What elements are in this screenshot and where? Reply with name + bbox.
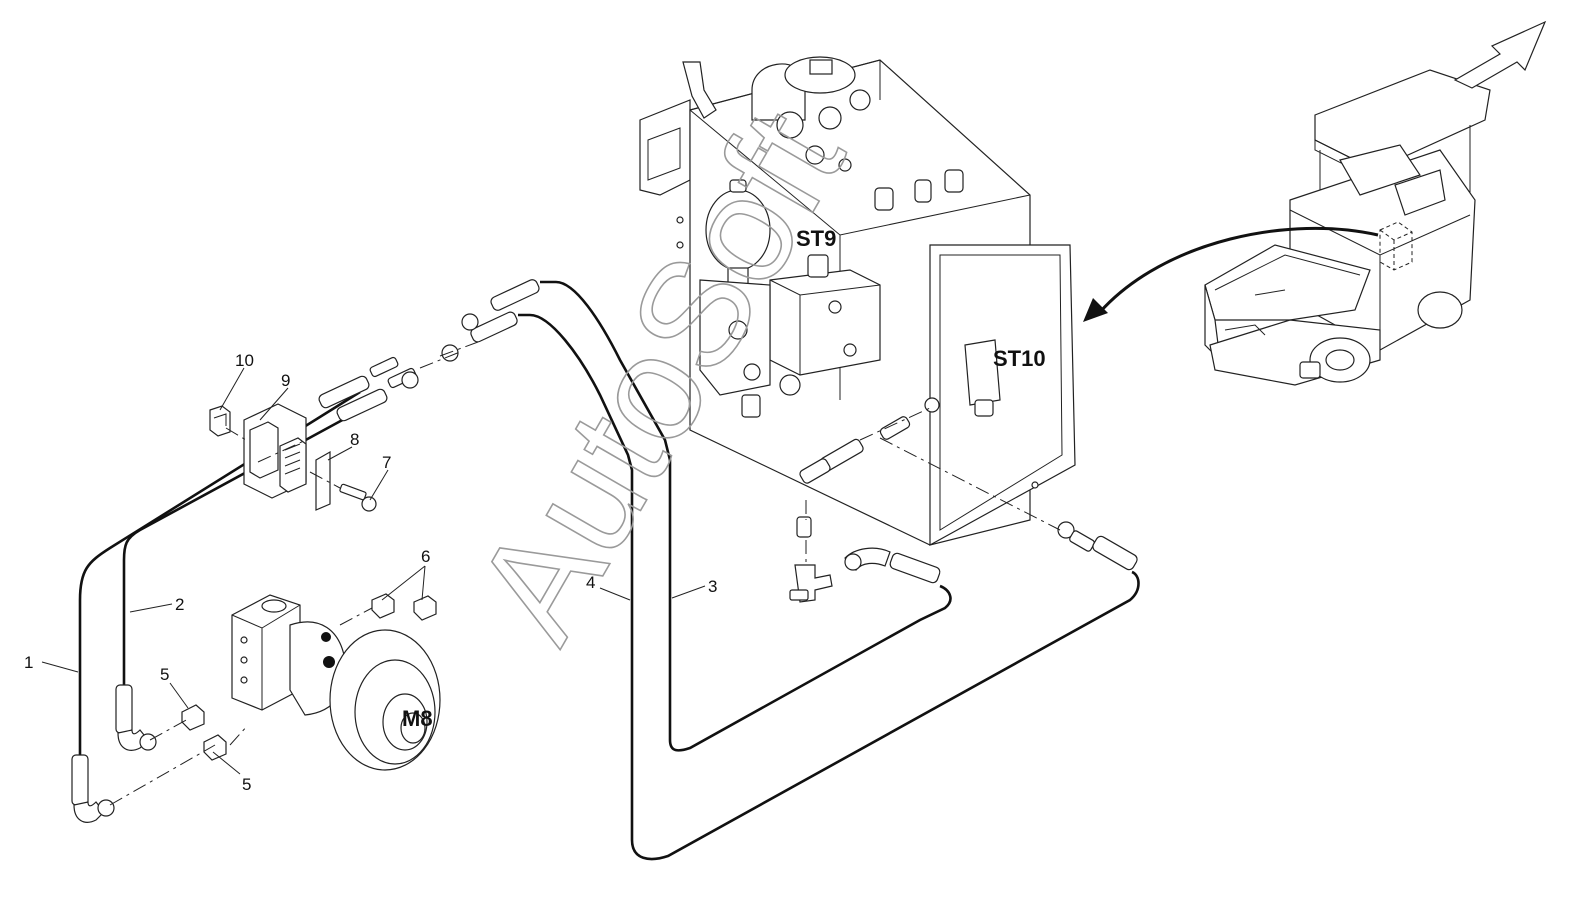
hose-fittings [71,279,1138,823]
callout-1: 1 [24,653,33,672]
motor-m8 [181,593,441,771]
label-st10: ST10 [993,346,1046,371]
callout-9: 9 [281,371,290,390]
callout-5-upper: 5 [160,665,169,684]
paver-machine [1204,69,1491,386]
callout-5-lower: 5 [242,775,251,794]
callout-2: 2 [175,595,184,614]
callout-7: 7 [382,453,391,472]
callout-leaders [41,367,706,775]
label-m8: M8 [402,706,433,731]
hydraulic-tank [639,56,1076,547]
assembly-center-lines [109,341,1061,806]
hose-clamp-assembly [209,403,377,512]
hose-4 [518,313,1140,861]
label-st9: ST9 [796,226,836,251]
hollow-arrow-icon [1453,20,1547,89]
hose-3 [540,280,952,752]
hose-1 [78,390,361,760]
callout-6: 6 [421,547,430,566]
hose-2 [122,403,371,690]
callout-3: 3 [708,577,717,596]
callout-4: 4 [586,573,595,592]
callout-10: 10 [235,351,254,370]
curved-arrow-icon [1083,226,1379,322]
callout-numbers: 1 2 3 4 5 5 6 7 8 9 10 [24,351,717,794]
callout-8: 8 [350,430,359,449]
